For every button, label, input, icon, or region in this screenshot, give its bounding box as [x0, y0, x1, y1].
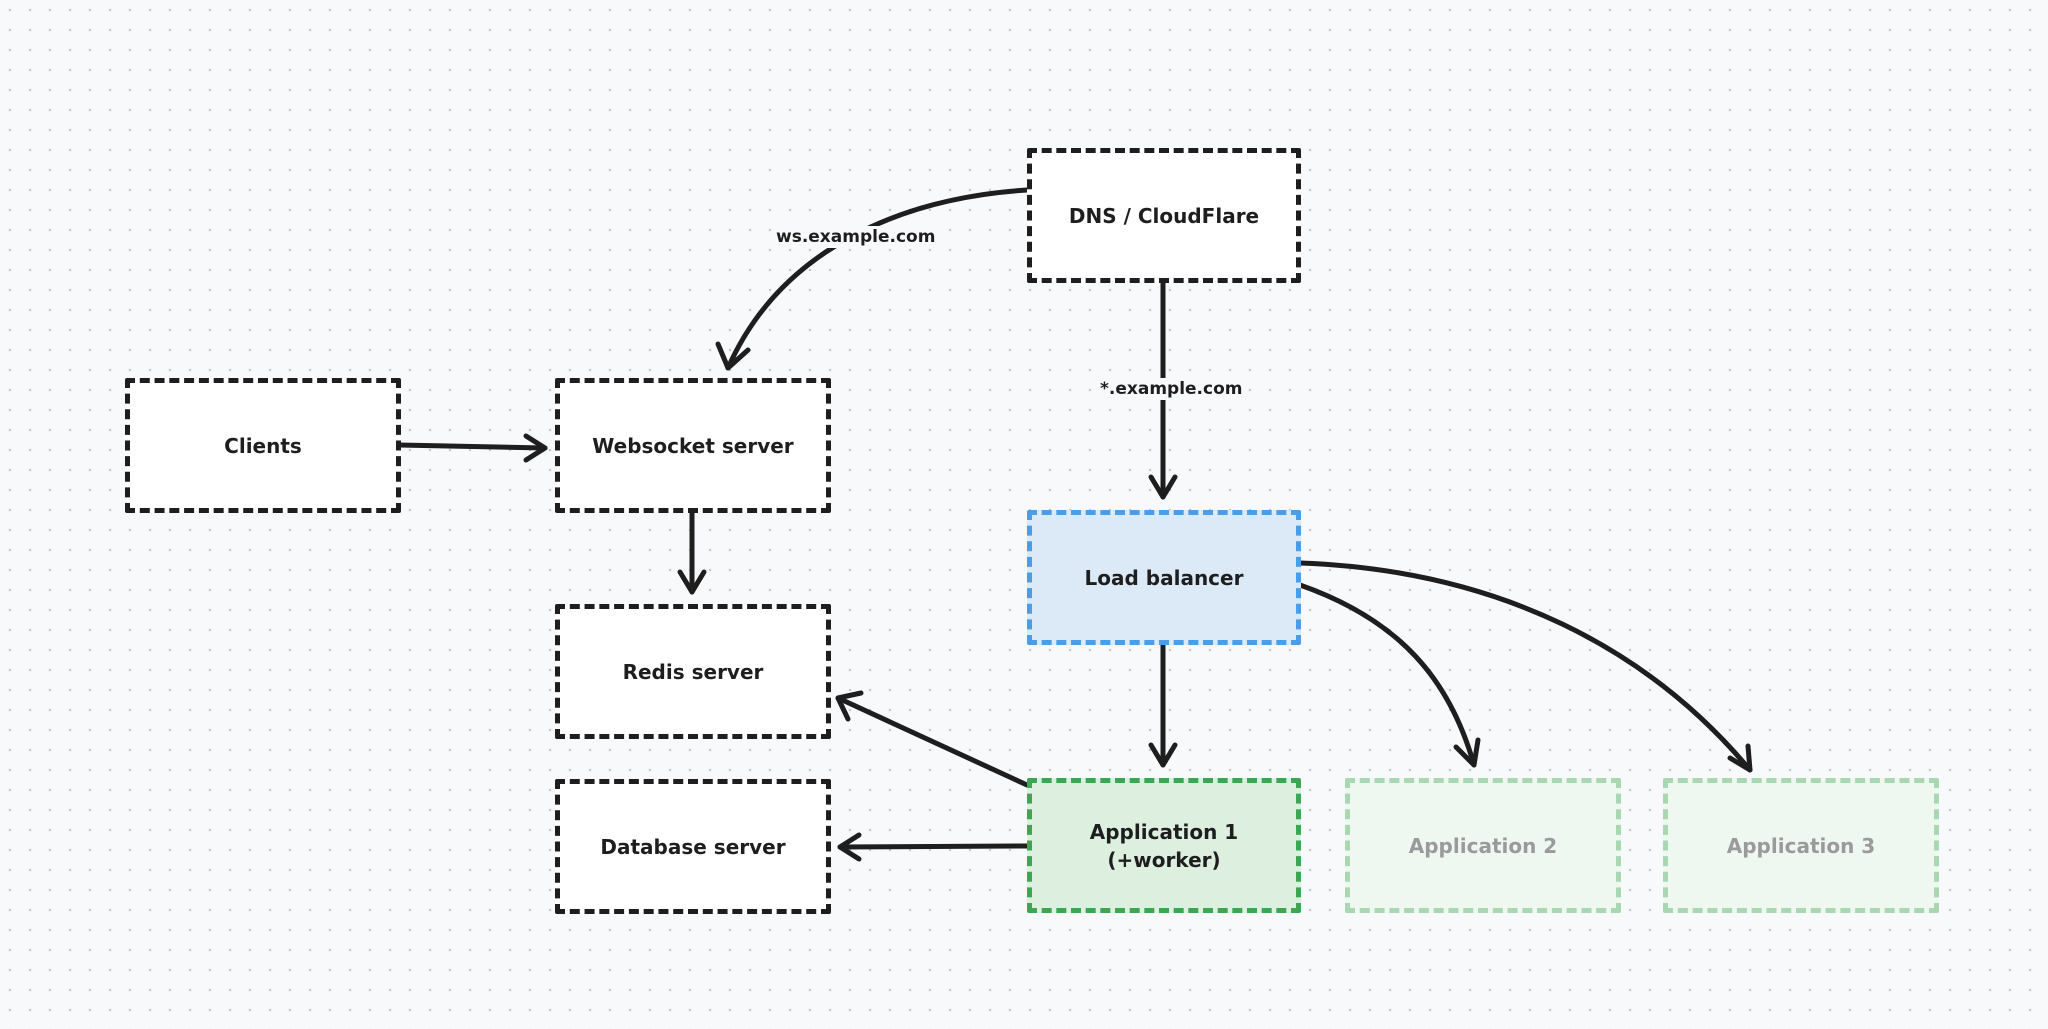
arrowhead-load-balancer-to-app3: [1727, 743, 1753, 773]
clients-node[interactable]: Clients: [125, 378, 401, 513]
database-server-label: Database server: [600, 834, 786, 859]
application-3-label: Application 3: [1726, 833, 1876, 858]
arrowhead-websocket-to-redis: [677, 569, 707, 595]
application-2-node[interactable]: Application 2: [1345, 778, 1621, 913]
load-balancer-node[interactable]: Load balancer: [1027, 510, 1301, 645]
arrowhead-load-balancer-to-app2: [1453, 737, 1481, 768]
application-1-text: Application 1 (+worker): [1090, 818, 1238, 874]
application-2-label: Application 2: [1408, 833, 1558, 858]
edge-label-ws-example: ws.example.com: [772, 226, 940, 248]
dns-cloudflare-label: DNS / CloudFlare: [1068, 203, 1260, 228]
clients-label: Clients: [224, 433, 302, 458]
arrowhead-dns-to-websocket: [715, 341, 751, 371]
edge-label-wildcard-example: *.example.com: [1096, 378, 1247, 400]
arrowhead-app1-to-redis: [835, 690, 864, 722]
application-1-sublabel: (+worker): [1107, 847, 1221, 872]
websocket-server-node[interactable]: Websocket server: [555, 378, 831, 513]
arrow-app1-to-database[interactable]: [837, 843, 1030, 850]
application-1-label: Application 1: [1089, 819, 1239, 844]
arrowhead-clients-to-websocket: [523, 433, 548, 463]
websocket-server-label: Websocket server: [592, 433, 794, 458]
arrow-load-balancer-to-app2[interactable]: [1297, 582, 1477, 768]
dns-cloudflare-node[interactable]: DNS / CloudFlare: [1027, 148, 1301, 283]
application-1-node[interactable]: Application 1 (+worker): [1027, 778, 1301, 913]
arrow-load-balancer-to-app3[interactable]: [1297, 560, 1753, 773]
redis-server-node[interactable]: Redis server: [555, 604, 831, 739]
arrow-dns-to-websocket[interactable]: [725, 187, 1030, 371]
arrow-app1-to-redis[interactable]: [835, 695, 1030, 788]
redis-server-label: Redis server: [622, 659, 764, 684]
application-3-node[interactable]: Application 3: [1663, 778, 1939, 913]
arrowhead-app1-to-database: [837, 832, 862, 862]
load-balancer-label: Load balancer: [1084, 565, 1244, 590]
arrowhead-dns-to-load-balancer: [1148, 474, 1178, 500]
database-server-node[interactable]: Database server: [555, 779, 831, 914]
arrowhead-load-balancer-to-app1: [1148, 742, 1178, 768]
arrow-clients-to-websocket[interactable]: [396, 442, 548, 451]
